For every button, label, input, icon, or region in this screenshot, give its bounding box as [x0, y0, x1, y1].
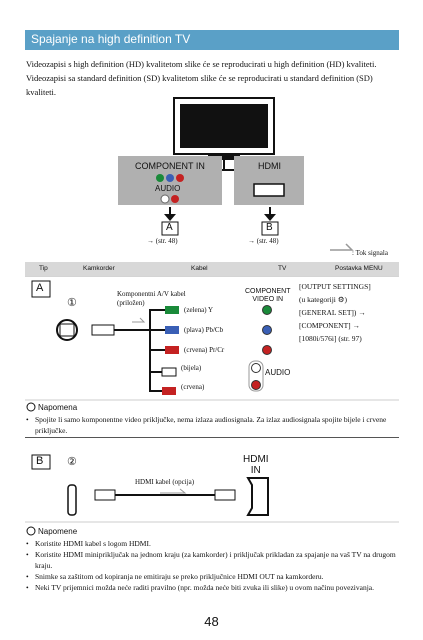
row-a-cable-label: Komponentni A/V kabel (priložen)	[117, 290, 186, 307]
intro-text: Videozapisi s high definition (HD) kvali…	[26, 59, 377, 97]
col-menu: Postavka MENU	[335, 265, 383, 272]
section-title: Spajanje na high definition TV	[31, 32, 191, 46]
tv-audio-label: AUDIO	[265, 368, 291, 377]
audio-label: AUDIO	[155, 184, 181, 193]
wire-white-label: (bijela)	[181, 364, 202, 372]
signal-flow-legend: : Tok signala	[352, 249, 388, 257]
page-number: 48	[204, 614, 219, 629]
note2-title: Napomene	[38, 527, 78, 536]
letter-a: A	[166, 222, 173, 233]
col-camcorder: Kamkorder	[83, 265, 115, 272]
note2-item: •Neki TV prijemnici možda neće raditi pr…	[26, 583, 374, 592]
row-a-num: ①	[67, 297, 77, 309]
wire-green-label: (zelena) Y	[184, 306, 214, 314]
note2-item: •Koristite HDMI kabel s logom HDMI.	[26, 539, 151, 548]
note1-item: • Spojite li samo komponentne video prik…	[26, 415, 387, 435]
tv-hdmi-in-label: HDMI IN	[243, 454, 269, 476]
section-divider	[25, 437, 399, 438]
note2-list: •Koristite HDMI kabel s logom HDMI. •Kor…	[26, 538, 396, 593]
wire-blue-label: (plava) Pb/Cb	[184, 326, 224, 334]
tv-component-label: COMPONENT VIDEO IN	[245, 288, 291, 303]
note2-item: •Koristite HDMI minipriključak na jednom…	[26, 550, 396, 570]
row-b-num: ②	[67, 456, 77, 468]
row-a-type: A	[36, 282, 44, 294]
wire-red-label: (crvena) Pr/Cr	[184, 346, 225, 354]
section-header: Spajanje na high definition TV	[25, 30, 399, 50]
table-header: Tip Kamkorder Kabel TV Postavka MENU	[25, 262, 399, 276]
col-cable: Kabel	[191, 265, 208, 272]
ref-b: → (str. 48)	[248, 237, 279, 245]
ref-a: → (str. 48)	[147, 237, 178, 245]
row-b-cable-label: HDMI kabel (opcija)	[135, 478, 195, 486]
row-b-type: B	[36, 455, 44, 467]
tv-icon	[173, 97, 275, 160]
col-tv: TV	[278, 265, 287, 272]
wire-red2-label: (crvena)	[181, 383, 205, 391]
note1-title: Napomena	[38, 403, 78, 412]
col-type: Tip	[39, 265, 48, 272]
component-in-label: COMPONENT IN	[135, 161, 205, 171]
hdmi-label: HDMI	[258, 161, 281, 171]
note2-item: •Snimke sa zaštitom od kopiranja ne emit…	[26, 572, 324, 581]
letter-b: B	[266, 222, 273, 233]
menu-setting: [OUTPUT SETTINGS] (u kategoriji ⚙) [GENE…	[299, 282, 371, 343]
